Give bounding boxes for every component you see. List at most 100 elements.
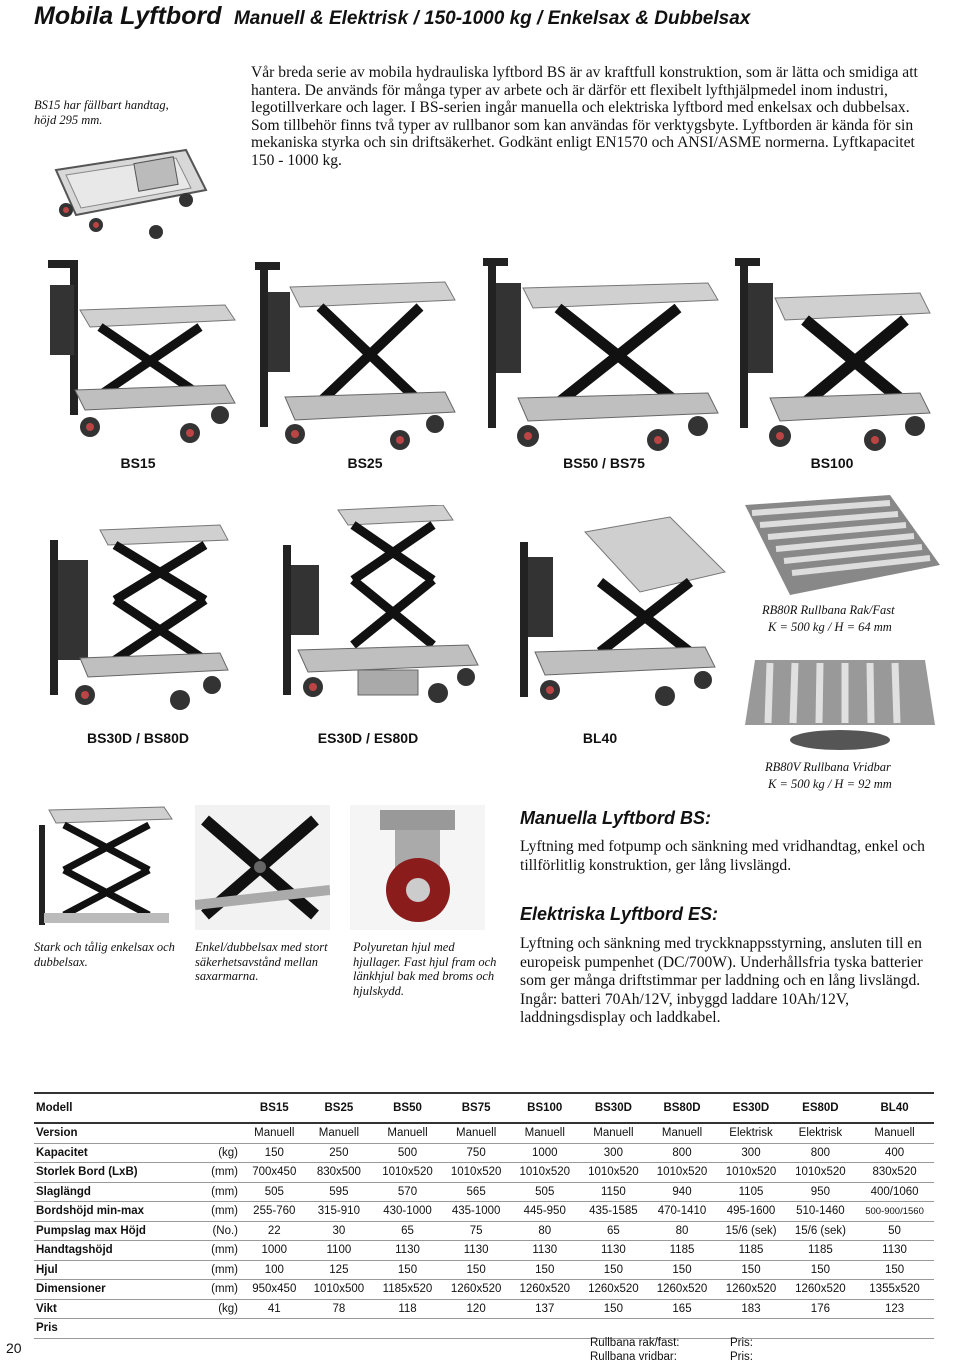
spec-cell: 400 (855, 1143, 934, 1163)
spec-cell: 1130 (373, 1240, 442, 1261)
spec-cell: 50 (855, 1221, 934, 1241)
model-label-bs50-bs75: BS50 / BS75 (563, 455, 645, 471)
wheel-detail-caption: Polyuretan hjul med hjullager. Fast hjul… (353, 940, 497, 998)
rb80r-caption-name: RB80R Rullbana Rak/Fast (762, 603, 895, 617)
spec-cell: 1130 (579, 1240, 648, 1261)
model-label-bs15: BS15 (120, 455, 156, 471)
spec-cell: 41 (244, 1299, 305, 1319)
spec-header-col: BS15 (244, 1092, 305, 1124)
spec-cell: Elektrisk (785, 1123, 856, 1144)
rb80r-roller-photo (740, 495, 940, 600)
spec-cell: 80 (647, 1221, 717, 1241)
manual-section-body: Lyftning med fotpump och sänkning med vr… (520, 838, 925, 874)
spec-row-unit: (kg) (196, 1143, 244, 1163)
spec-header-col: ES30D (716, 1092, 786, 1124)
spec-cell: 165 (647, 1299, 717, 1319)
spec-cell: 75 (441, 1221, 511, 1241)
spec-cell: 65 (579, 1221, 648, 1241)
spec-cell: 1105 (716, 1182, 786, 1202)
spec-cell: 125 (304, 1260, 374, 1280)
rb80r-caption-spec: K = 500 kg / H = 64 mm (768, 620, 892, 634)
spec-cell: 950 (785, 1182, 856, 1202)
spec-cell: 1185 (785, 1240, 856, 1261)
spec-cell (785, 1318, 856, 1339)
spec-row-unit (196, 1318, 244, 1339)
spec-header-col: BL40 (855, 1092, 934, 1124)
model-label-bs30d-bs80d: BS30D / BS80D (87, 730, 189, 746)
scissor-detail-photo (34, 805, 174, 930)
spec-row-unit (196, 1123, 244, 1144)
page-subtitle: Manuell & Elektrisk / 150-1000 kg / Enke… (233, 8, 751, 29)
spec-header-col: BS30D (579, 1092, 648, 1124)
rak-label: Rullbana rak/fast: (590, 1337, 680, 1349)
spec-row: Pris (34, 1318, 934, 1339)
spec-cell: 500 (373, 1143, 442, 1163)
spec-cell: 505 (244, 1182, 305, 1202)
spec-cell: 700x450 (244, 1162, 305, 1183)
rb80v-roller-photo (740, 655, 940, 755)
spec-cell: 435-1585 (579, 1201, 648, 1222)
page-header: Mobila Lyftbord Manuell & Elektrisk / 15… (34, 2, 750, 31)
spec-cell: 150 (579, 1260, 648, 1280)
spec-cell: 300 (579, 1143, 648, 1163)
spec-cell: Manuell (373, 1123, 442, 1144)
spec-cell (579, 1318, 648, 1339)
spec-cell: 123 (855, 1299, 934, 1319)
spec-cell: 15/6 (sek) (785, 1221, 856, 1241)
spec-cell: 255-760 (244, 1201, 305, 1222)
model-label-bl40: BL40 (582, 730, 618, 746)
spec-cell: 137 (510, 1299, 580, 1319)
spec-header-col: ES80D (785, 1092, 856, 1124)
spec-cell: 150 (510, 1260, 580, 1280)
spec-cell: Manuell (855, 1123, 934, 1144)
spec-cell: 150 (716, 1260, 786, 1280)
spec-cell: 1260x520 (785, 1279, 856, 1300)
spec-cell: 830x520 (855, 1162, 934, 1183)
bs15-photo (40, 255, 240, 450)
spec-cell: 435-1000 (441, 1201, 511, 1222)
model-label-bs100: BS100 (810, 455, 854, 471)
spec-cell: 30 (304, 1221, 374, 1241)
model-label-bs25: BS25 (347, 455, 383, 471)
spec-cell: 1010x520 (510, 1162, 580, 1183)
spec-cell: 150 (441, 1260, 511, 1280)
spec-cell: Manuell (441, 1123, 511, 1144)
spec-cell: 750 (441, 1143, 511, 1163)
spec-cell: 495-1600 (716, 1201, 786, 1222)
spec-cell: 176 (785, 1299, 856, 1319)
spec-row-unit: (No.) (196, 1221, 244, 1241)
rb80v-caption-name: RB80V Rullbana Vridbar (765, 760, 891, 774)
spec-cell: 78 (304, 1299, 374, 1319)
spec-cell: 1010x520 (579, 1162, 648, 1183)
spec-cell: Manuell (510, 1123, 580, 1144)
spec-row-unit: (kg) (196, 1299, 244, 1319)
spec-cell: 120 (441, 1299, 511, 1319)
spec-row-unit: (mm) (196, 1201, 244, 1222)
spec-cell: 183 (716, 1299, 786, 1319)
page-number: 20 (6, 1340, 22, 1356)
spec-cell: 1130 (441, 1240, 511, 1261)
spec-cell: 400/1060 (855, 1182, 934, 1202)
spec-cell: 470-1410 (647, 1201, 717, 1222)
spec-cell: 1260x520 (510, 1279, 580, 1300)
spec-cell: 570 (373, 1182, 442, 1202)
double-scissor-detail-caption: Enkel/dubbelsax med stort säkerhetsavstå… (195, 940, 328, 983)
spec-cell: 595 (304, 1182, 374, 1202)
spec-cell: Manuell (579, 1123, 648, 1144)
bs25-photo (250, 262, 460, 452)
spec-cell: 150 (785, 1260, 856, 1280)
electric-section-body: Lyftning och sänkning med tryckknappssty… (520, 935, 923, 1026)
spec-cell (510, 1318, 580, 1339)
spec-cell: 1185x520 (373, 1279, 442, 1300)
electric-section-title: Elektriska Lyftbord ES: (520, 904, 719, 924)
bs50-bs75-photo (478, 258, 723, 453)
spec-row-unit: (mm) (196, 1182, 244, 1202)
spec-cell: 950x450 (244, 1279, 305, 1300)
spec-cell: 940 (647, 1182, 717, 1202)
